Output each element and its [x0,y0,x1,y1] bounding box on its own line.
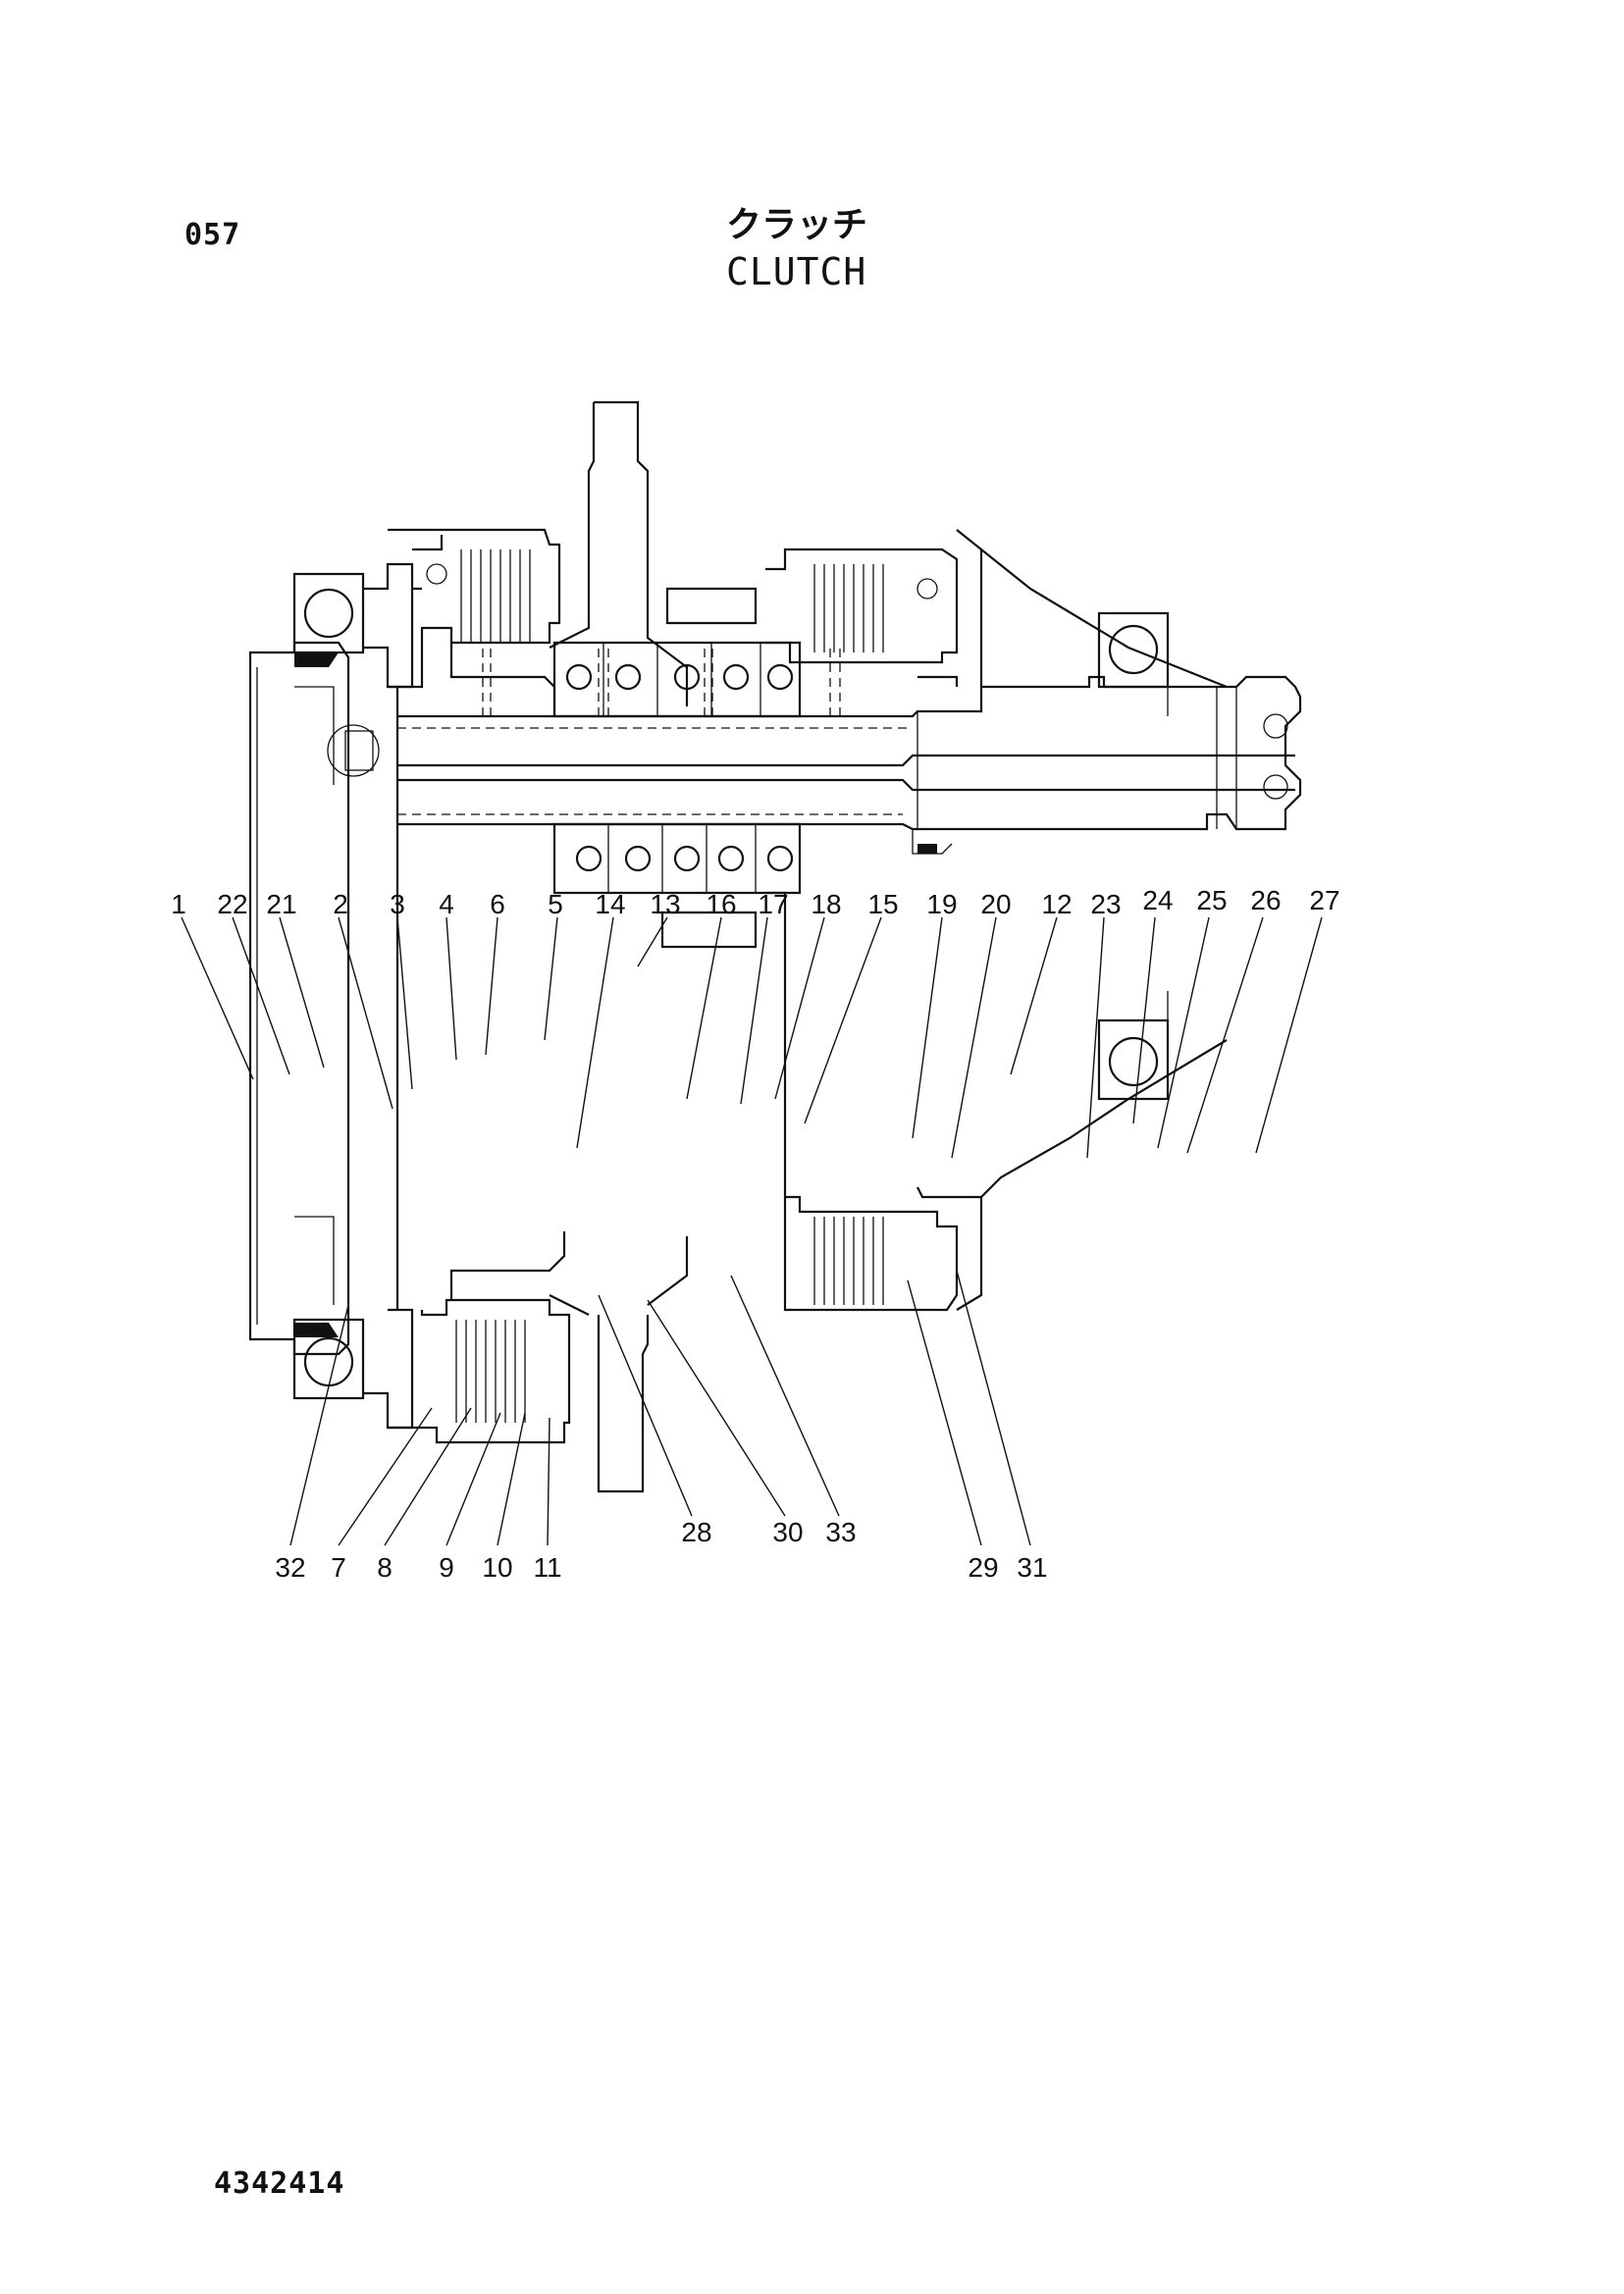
callout-4: 4 [439,889,454,919]
callout-16: 16 [706,889,737,919]
callout-14: 14 [595,889,626,919]
drawing-linework [248,400,1302,1493]
callout-19: 19 [926,889,958,919]
callout-12: 12 [1041,889,1073,919]
callout-28: 28 [681,1517,712,1547]
callout-8: 8 [377,1552,393,1583]
callout-24: 24 [1142,885,1174,915]
leader-lines [181,916,1323,1546]
callout-18: 18 [811,889,842,919]
page-title: CLUTCH [726,250,867,293]
callout-17: 17 [758,889,789,919]
callout-13: 13 [650,889,681,919]
callout-2: 2 [333,889,348,919]
callout-1: 1 [171,889,186,919]
callout-27: 27 [1309,885,1340,915]
callout-23: 23 [1090,889,1122,919]
callout-29: 29 [968,1552,999,1583]
callout-9: 9 [439,1552,454,1583]
callout-3: 3 [390,889,405,919]
page-title-japanese: クラッチ [726,205,868,245]
callout-33: 33 [825,1517,857,1547]
callout-6: 6 [490,889,505,919]
callout-26: 26 [1250,885,1282,915]
callout-30: 30 [772,1517,804,1547]
callout-25: 25 [1196,885,1228,915]
callout-11: 11 [533,1552,562,1583]
callout-22: 22 [217,889,248,919]
page-number: 057 [184,218,241,252]
callout-21: 21 [266,889,297,919]
drawing-number: 4342414 [214,2166,345,2201]
callout-20: 20 [980,889,1012,919]
callout-10: 10 [482,1552,513,1583]
callout-31: 31 [1017,1552,1048,1583]
callout-32: 32 [275,1552,306,1583]
callout-7: 7 [331,1552,346,1583]
callout-5: 5 [548,889,563,919]
callout-15: 15 [867,889,899,919]
